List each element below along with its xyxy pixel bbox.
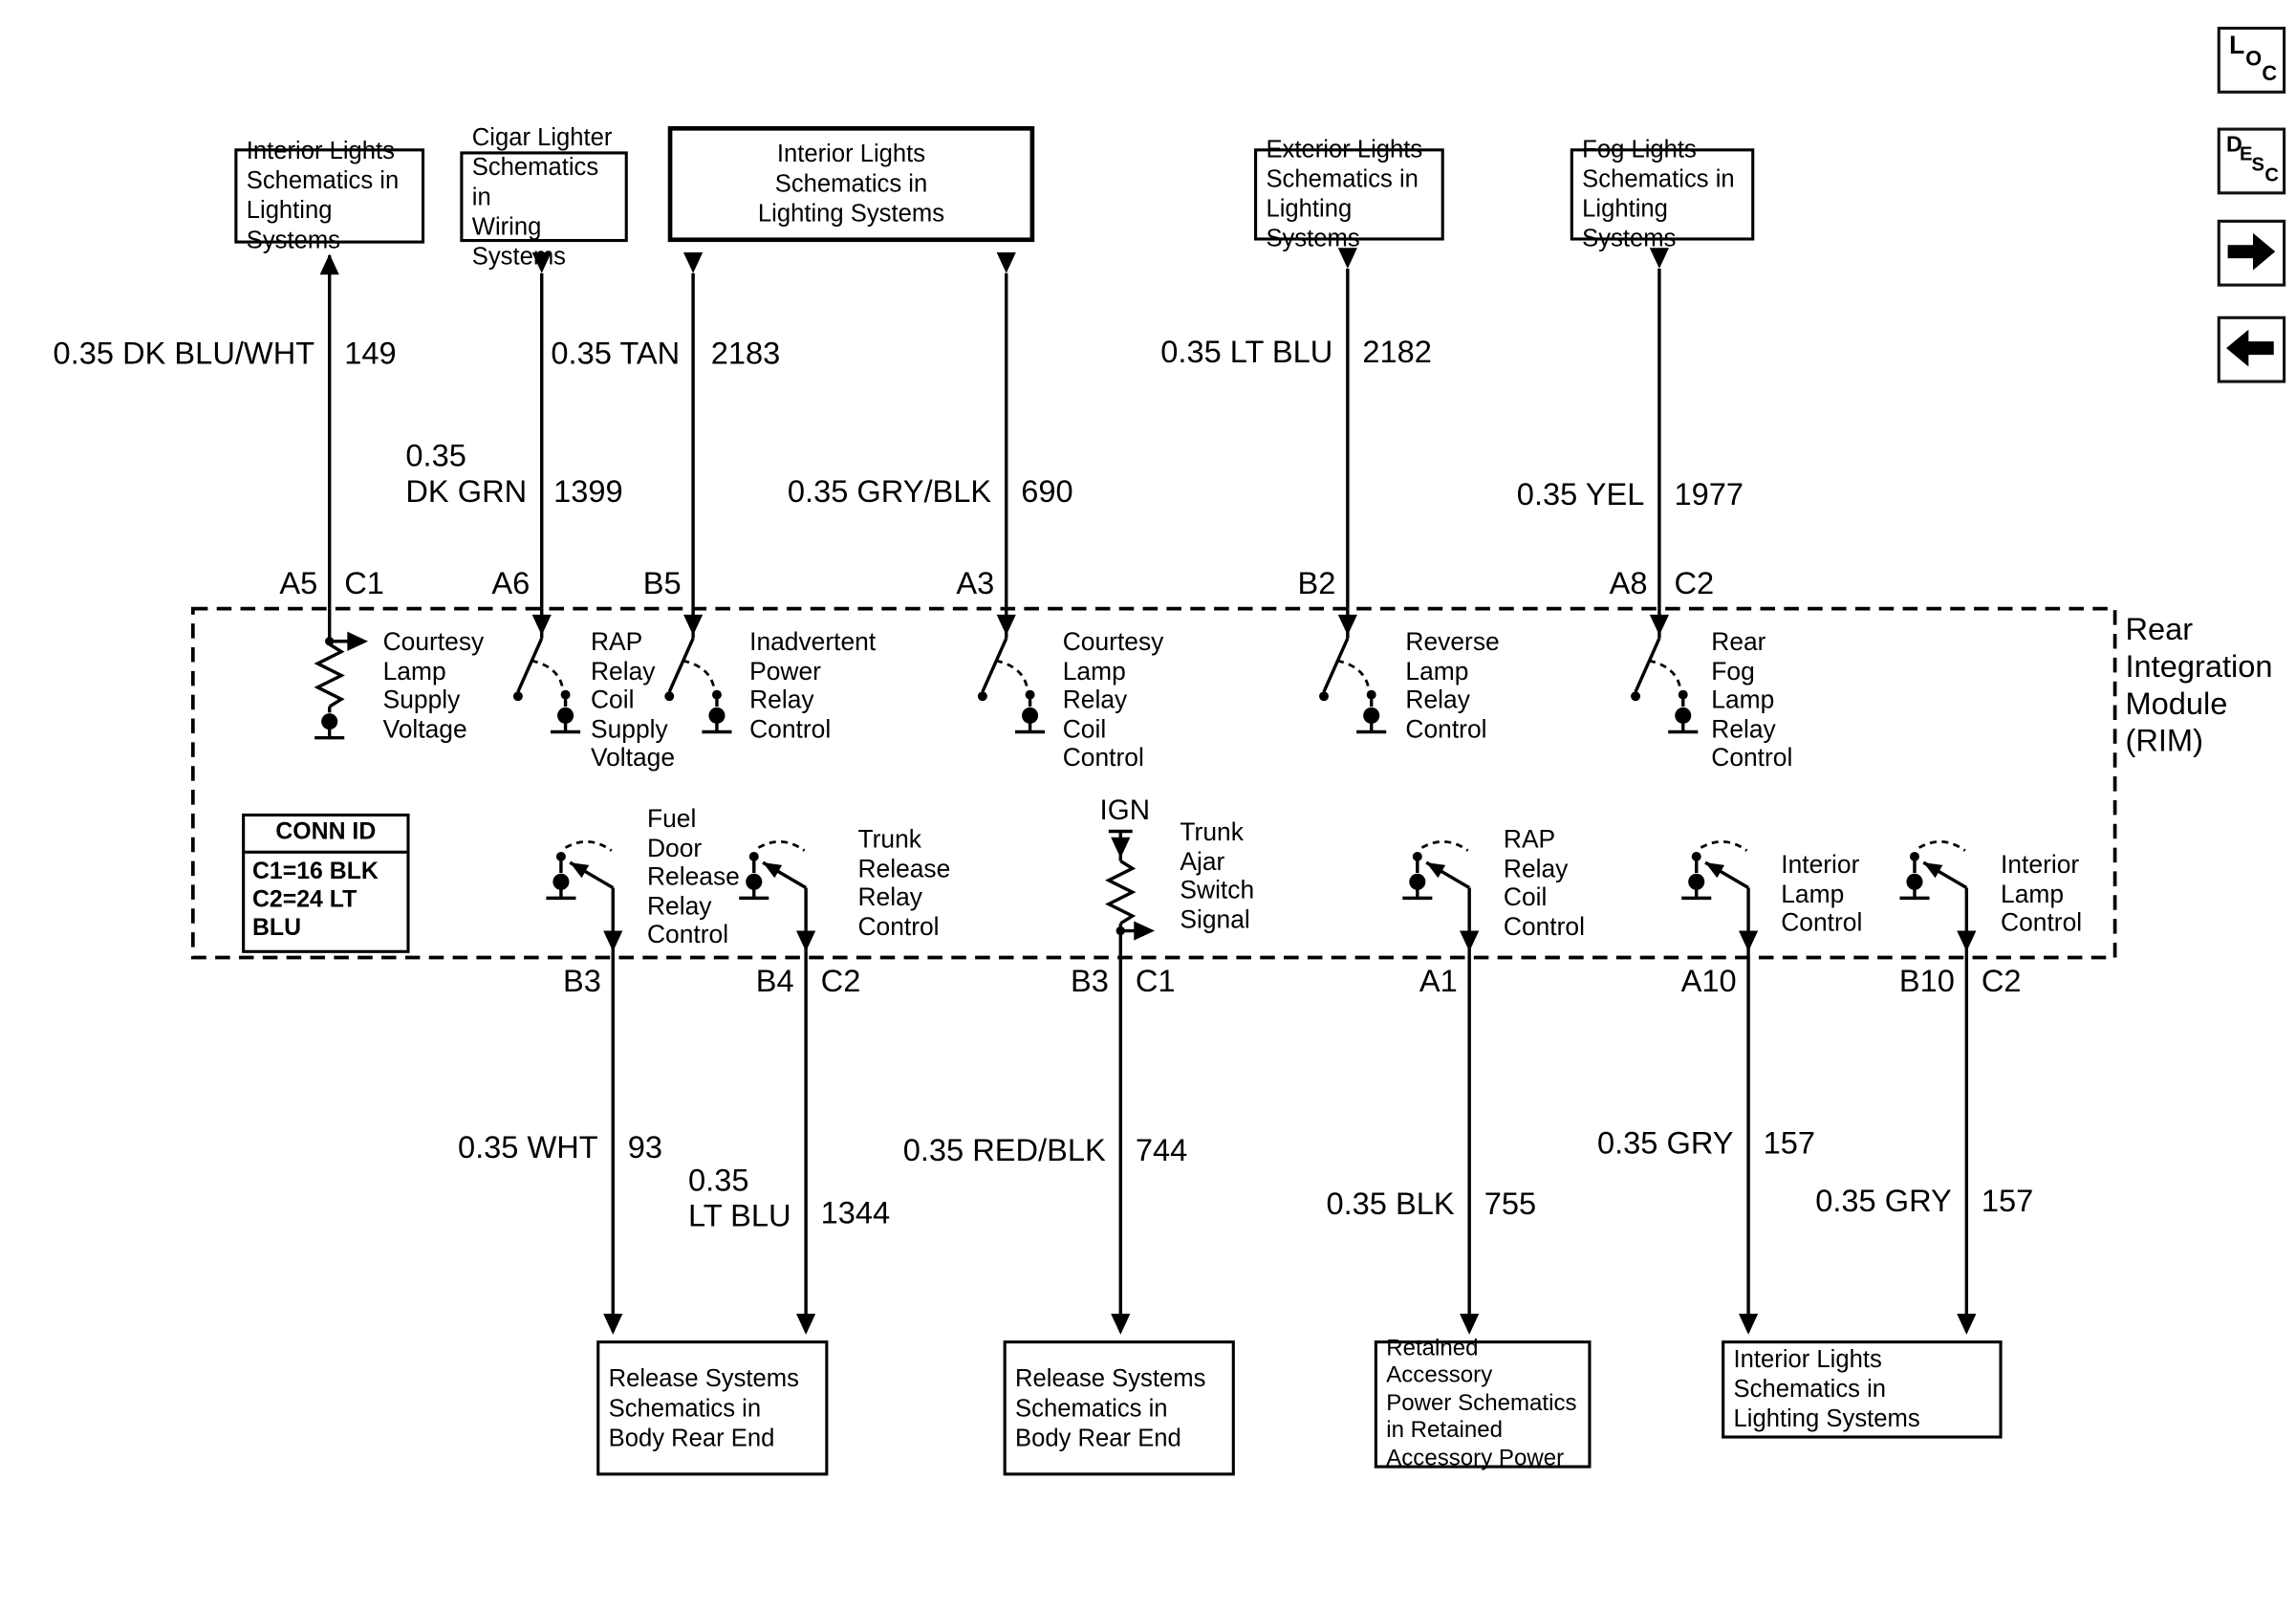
pin-label-b3-left: B3 bbox=[562, 965, 601, 999]
wire-spec-744: 0.35 RED/BLK bbox=[902, 1134, 1106, 1168]
ref-box-retained-accessory-power[interactable]: Retained Accessory Power Schematics in R… bbox=[1374, 1336, 1592, 1470]
desc-letter-d: D bbox=[2226, 132, 2242, 158]
ign-source-label: IGN bbox=[1099, 795, 1151, 827]
wire-spec-1399: 0.35 DK GRN bbox=[405, 439, 528, 510]
function-trunk-release: Trunk Release Relay Control bbox=[857, 825, 951, 941]
loc-letter-l: L bbox=[2229, 31, 2245, 60]
conn-id-row-c1: C1=16 BLK bbox=[251, 860, 379, 885]
circuit-number-157-a10: 157 bbox=[1763, 1126, 1816, 1162]
courtesy-lamp-supply-circuit bbox=[313, 608, 357, 740]
ref-box-label: Interior Lights Schematics in Lighting S… bbox=[757, 141, 945, 228]
circuit-number-744: 744 bbox=[1135, 1134, 1188, 1168]
rim-module-border bbox=[190, 606, 2117, 960]
ref-box-label: Interior Lights Schematics in Lighting S… bbox=[1733, 1346, 1920, 1433]
wire-spec-93: 0.35 WHT bbox=[457, 1131, 598, 1165]
circuit-number-157-b10: 157 bbox=[1981, 1185, 2034, 1219]
pin-label-a10: A10 bbox=[1680, 965, 1737, 999]
wire-spec-2182: 0.35 LT BLU bbox=[1160, 335, 1333, 370]
wire-spec-755: 0.35 BLK bbox=[1326, 1187, 1455, 1222]
conn-id-legend: CONN ID C1=16 BLK C2=24 LT BLU bbox=[242, 813, 410, 953]
function-courtesy-lamp-relay-coil: Courtesy Lamp Relay Coil Control bbox=[1062, 627, 1164, 773]
function-courtesy-lamp-supply: Courtesy Lamp Supply Voltage bbox=[382, 627, 485, 744]
pin-label-b4: B4 bbox=[755, 965, 794, 999]
wire-spec-157-b10: 0.35 GRY bbox=[1815, 1185, 1952, 1219]
nav-prev-button[interactable] bbox=[2217, 316, 2286, 383]
ref-box-label: Retained Accessory Power Schematics in R… bbox=[1386, 1336, 1577, 1471]
circuit-number-1344: 1344 bbox=[820, 1196, 891, 1231]
connector-label-c2-b10: C2 bbox=[1981, 965, 2022, 999]
circuit-number-1399: 1399 bbox=[553, 474, 623, 510]
wire-spec-157-a10: 0.35 GRY bbox=[1596, 1126, 1734, 1162]
wire-spec-1977: 0.35 YEL bbox=[1516, 477, 1645, 512]
pin-label-b5: B5 bbox=[642, 567, 682, 601]
ref-box-interior-lights-center[interactable]: Interior Lights Schematics in Lighting S… bbox=[667, 125, 1035, 243]
function-fuel-door-release: Fuel Door Release Relay Control bbox=[646, 804, 740, 949]
pin-label-a6: A6 bbox=[491, 567, 531, 601]
ref-box-label: Release Systems Schematics in Body Rear … bbox=[1015, 1364, 1206, 1451]
bottom-switch-arrows bbox=[603, 930, 1977, 952]
ref-box-label: Fog Lights Schematics in Lighting System… bbox=[1582, 136, 1735, 252]
loc-letter-c: C bbox=[2262, 60, 2278, 85]
bottom-wire-arrowheads bbox=[603, 1314, 1977, 1335]
ref-box-release-systems-1[interactable]: Release Systems Schematics in Body Rear … bbox=[596, 1340, 829, 1476]
pin-label-a3: A3 bbox=[956, 567, 995, 601]
ref-box-label: Interior Lights Schematics in Lighting S… bbox=[246, 138, 400, 254]
ref-box-cigar-lighter[interactable]: Cigar Lighter Schematics in Wiring Syste… bbox=[460, 124, 628, 270]
conn-id-row-c2: C2=24 LT BLU bbox=[251, 887, 357, 942]
circuit-number-149: 149 bbox=[344, 337, 397, 372]
ref-box-fog-lights[interactable]: Fog Lights Schematics in Lighting System… bbox=[1570, 137, 1755, 252]
conn-id-title: CONN ID bbox=[245, 816, 407, 854]
ref-box-label: Exterior Lights Schematics in Lighting S… bbox=[1266, 136, 1423, 252]
connector-label-c1-bottom: C1 bbox=[1135, 965, 1176, 999]
bottom-wires bbox=[611, 957, 1969, 1332]
nav-next-button[interactable] bbox=[2217, 219, 2286, 287]
wire-spec-690: 0.35 GRY/BLK bbox=[787, 474, 992, 510]
pin-label-a8: A8 bbox=[1609, 567, 1648, 601]
circuit-number-755: 755 bbox=[1484, 1187, 1537, 1222]
ref-box-release-systems-2[interactable]: Release Systems Schematics in Body Rear … bbox=[1003, 1340, 1235, 1476]
ref-box-label: Release Systems Schematics in Body Rear … bbox=[608, 1364, 799, 1451]
pin-label-b10: B10 bbox=[1898, 965, 1955, 999]
connector-label-c2-b4: C2 bbox=[820, 965, 861, 999]
circuit-number-2182: 2182 bbox=[1362, 335, 1432, 370]
left-arrow-icon bbox=[2226, 329, 2274, 367]
nav-loc-button[interactable]: L O C bbox=[2217, 26, 2286, 94]
pin-label-a5: A5 bbox=[279, 567, 318, 601]
function-interior-lamp-b10: Interior Lamp Control bbox=[2001, 850, 2083, 937]
function-inadvertent-power: Inadvertent Power Relay Control bbox=[749, 627, 877, 744]
function-rear-fog-lamp-relay: Rear Fog Lamp Relay Control bbox=[1711, 627, 1793, 773]
pin-label-a1: A1 bbox=[1419, 965, 1458, 999]
right-arrow-icon bbox=[2227, 232, 2276, 271]
connector-label-c2-top: C2 bbox=[1674, 567, 1715, 601]
connector-label-c1-top: C1 bbox=[344, 567, 384, 601]
function-interior-lamp-a10: Interior Lamp Control bbox=[1781, 850, 1863, 937]
pin-label-b2: B2 bbox=[1297, 567, 1336, 601]
pin-label-b3-mid: B3 bbox=[1070, 965, 1109, 999]
ref-box-interior-lights-bottom[interactable]: Interior Lights Schematics in Lighting S… bbox=[1722, 1340, 2003, 1439]
circuit-number-690: 690 bbox=[1021, 474, 1073, 510]
loc-letter-o: O bbox=[2245, 46, 2263, 70]
ref-box-label: Cigar Lighter Schematics in Wiring Syste… bbox=[471, 123, 613, 270]
function-reverse-lamp-relay: Reverse Lamp Relay Control bbox=[1405, 627, 1500, 744]
desc-letter-e: E bbox=[2240, 142, 2253, 165]
nav-desc-button[interactable]: D E S C bbox=[2217, 127, 2286, 195]
desc-letter-s: S bbox=[2251, 152, 2264, 176]
function-trunk-ajar-switch: Trunk Ajar Switch Signal bbox=[1180, 817, 1255, 933]
function-rap-relay-coil-supply: RAP Relay Coil Supply Voltage bbox=[590, 627, 676, 773]
top-wires bbox=[327, 255, 1661, 609]
circuit-number-2183: 2183 bbox=[710, 337, 781, 372]
wire-spec-1344: 0.35 LT BLU bbox=[688, 1164, 791, 1234]
ref-box-interior-lights-a5[interactable]: Interior Lights Schematics in Lighting S… bbox=[234, 138, 425, 254]
circuit-number-93: 93 bbox=[627, 1131, 663, 1165]
wire-spec-149: 0.35 DK BLU/WHT bbox=[53, 337, 315, 372]
function-rap-relay-coil-control: RAP Relay Coil Control bbox=[1503, 825, 1585, 941]
wire-spec-2183: 0.35 TAN bbox=[551, 337, 681, 372]
circuit-number-1977: 1977 bbox=[1674, 477, 1744, 512]
ref-box-exterior-lights[interactable]: Exterior Lights Schematics in Lighting S… bbox=[1254, 137, 1444, 252]
desc-letter-c: C bbox=[2264, 163, 2280, 186]
module-name-label: Rear Integration Module (RIM) bbox=[2125, 613, 2273, 759]
